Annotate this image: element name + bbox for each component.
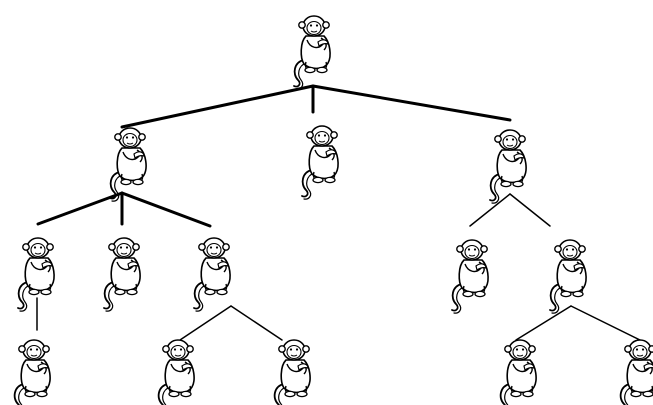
tree-edge-n6-n11	[230, 305, 283, 341]
tree-edge-n3-n8	[509, 193, 551, 227]
tree-edge-n0-n1	[120, 84, 315, 129]
monkey-icon	[619, 339, 653, 405]
monkey-icon	[109, 127, 147, 203]
tree-edge-n3-n7	[469, 193, 511, 227]
edges-layer	[36, 84, 641, 341]
monkey-icon	[157, 339, 195, 405]
nodes-layer	[13, 15, 653, 405]
tree-edge-n1-n4	[36, 191, 124, 226]
monkey-icon	[499, 339, 537, 405]
monkey-icon	[489, 129, 527, 205]
tree-edge-n8-n12	[515, 305, 572, 341]
monkey-icon	[193, 237, 231, 313]
tree-edge-n1-n6	[120, 191, 212, 228]
tree-edge-n6-n10	[179, 305, 232, 341]
monkey-icon	[273, 339, 311, 405]
tree-edge-n0-n3	[311, 84, 512, 122]
monkey-icon	[549, 239, 587, 315]
tree-edge-n8-n13	[570, 305, 641, 341]
monkey-icon	[293, 15, 331, 91]
monkey-icon	[451, 239, 489, 315]
monkey-icon	[301, 125, 339, 201]
monkey-icon	[17, 237, 55, 313]
monkey-icon	[13, 339, 51, 405]
monkey-icon	[103, 237, 141, 313]
